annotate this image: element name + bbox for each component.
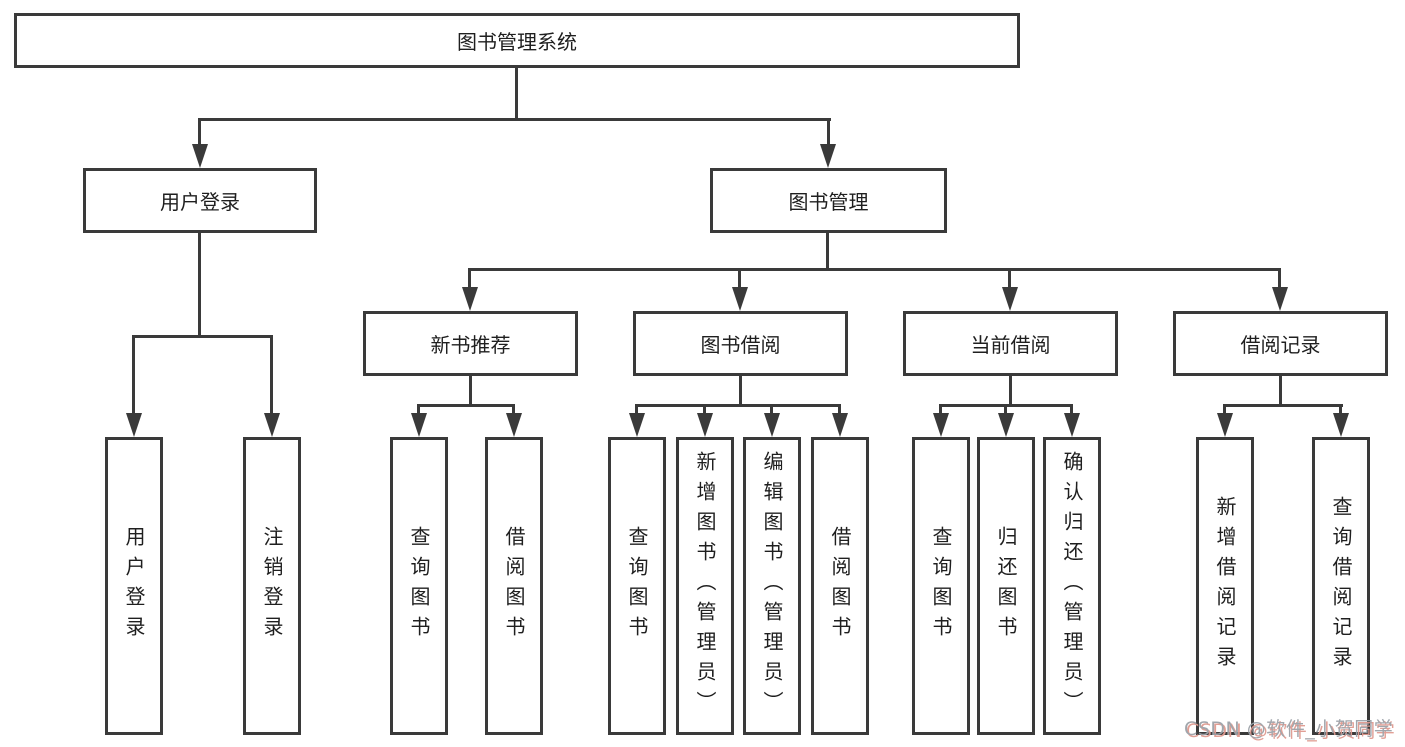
- arrow-down-icon: [506, 413, 522, 437]
- node-label: 图书管理系统: [457, 30, 577, 54]
- leaf-query-book-3: 查询图书: [912, 437, 970, 735]
- connector-line: [132, 335, 135, 415]
- connector-line: [198, 118, 201, 146]
- leaf-query-borrow-record: 查询借阅记录: [1312, 437, 1370, 735]
- node-label: 借阅记录: [1240, 333, 1321, 357]
- connector-line: [1009, 376, 1012, 407]
- arrow-down-icon: [764, 413, 780, 437]
- leaf-edit-book-admin: 编辑图书（管理员）: [743, 437, 801, 735]
- connector-line: [739, 376, 742, 407]
- node-label: 查询图书: [625, 526, 649, 646]
- csdn-watermark: CSDN @软件_小贺同学: [1184, 718, 1394, 740]
- leaf-add-borrow-record: 新增借阅记录: [1196, 437, 1254, 735]
- connector-line: [827, 118, 830, 146]
- leaf-borrow-book-2: 借阅图书: [811, 437, 869, 735]
- connector-line: [417, 404, 420, 416]
- arrow-down-icon: [264, 413, 280, 437]
- connector-line: [635, 404, 841, 407]
- connector-line: [468, 268, 471, 289]
- connector-line: [515, 67, 518, 121]
- node-label: 新增图书（管理员）: [693, 451, 717, 721]
- arrow-down-icon: [629, 413, 645, 437]
- node-user-login: 用户登录: [83, 168, 317, 233]
- node-current-borrow: 当前借阅: [903, 311, 1118, 376]
- connector-line: [1279, 376, 1282, 407]
- connector-line: [469, 376, 472, 407]
- leaf-confirm-return-admin: 确认归还（管理员）: [1043, 437, 1101, 735]
- node-book-borrow: 图书借阅: [633, 311, 848, 376]
- node-label: 注销登录: [260, 526, 284, 646]
- node-label: 新增借阅记录: [1213, 496, 1237, 676]
- arrow-down-icon: [933, 413, 949, 437]
- connector-line: [1008, 268, 1011, 289]
- arrow-down-icon: [1272, 287, 1288, 311]
- node-label: 当前借阅: [970, 333, 1051, 357]
- arrow-down-icon: [462, 287, 478, 311]
- connector-line: [738, 268, 741, 289]
- connector-line: [1070, 404, 1073, 416]
- arrow-down-icon: [1002, 287, 1018, 311]
- arrow-down-icon: [1064, 413, 1080, 437]
- node-borrow-record: 借阅记录: [1173, 311, 1388, 376]
- leaf-borrow-book-1: 借阅图书: [485, 437, 543, 735]
- arrow-down-icon: [1333, 413, 1349, 437]
- connector-line: [270, 335, 273, 415]
- connector-line: [1004, 404, 1007, 416]
- connector-line: [939, 404, 942, 416]
- arrow-down-icon: [832, 413, 848, 437]
- node-label: 借阅图书: [502, 526, 526, 646]
- connector-line: [1339, 404, 1342, 416]
- arrow-down-icon: [126, 413, 142, 437]
- node-label: 查询图书: [929, 526, 953, 646]
- node-label: 用户登录: [160, 190, 240, 214]
- arrow-down-icon: [732, 287, 748, 311]
- arrow-down-icon: [998, 413, 1014, 437]
- node-label: 归还图书: [994, 526, 1018, 646]
- node-root: 图书管理系统: [14, 13, 1020, 68]
- node-label: 新书推荐: [430, 333, 511, 357]
- connector-line: [417, 404, 515, 407]
- node-label: 查询图书: [407, 526, 431, 646]
- connector-line: [1223, 404, 1343, 407]
- connector-line: [826, 233, 829, 270]
- node-label: 借阅图书: [828, 526, 852, 646]
- connector-line: [198, 118, 831, 121]
- connector-line: [468, 268, 1281, 271]
- arrow-down-icon: [820, 144, 836, 168]
- arrow-down-icon: [411, 413, 427, 437]
- leaf-user-login: 用户登录: [105, 437, 163, 735]
- connector-line: [1223, 404, 1226, 416]
- connector-line: [512, 404, 515, 416]
- connector-line: [198, 233, 201, 337]
- connector-line: [838, 404, 841, 416]
- arrow-down-icon: [192, 144, 208, 168]
- connector-line: [703, 404, 706, 416]
- node-label: 图书借阅: [700, 333, 781, 357]
- node-label: 查询借阅记录: [1329, 496, 1353, 676]
- leaf-logout: 注销登录: [243, 437, 301, 735]
- node-label: 编辑图书（管理员）: [760, 451, 784, 721]
- connector-line: [635, 404, 638, 416]
- node-new-book-recommend: 新书推荐: [363, 311, 578, 376]
- node-label: 确认归还（管理员）: [1060, 451, 1084, 721]
- connector-line: [1278, 268, 1281, 289]
- leaf-add-book-admin: 新增图书（管理员）: [676, 437, 734, 735]
- node-book-management: 图书管理: [710, 168, 947, 233]
- leaf-return-book: 归还图书: [977, 437, 1035, 735]
- leaf-query-book-1: 查询图书: [390, 437, 448, 735]
- connector-line: [132, 335, 273, 338]
- node-label: 用户登录: [122, 526, 146, 646]
- leaf-query-book-2: 查询图书: [608, 437, 666, 735]
- arrow-down-icon: [697, 413, 713, 437]
- arrow-down-icon: [1217, 413, 1233, 437]
- connector-line: [770, 404, 773, 416]
- node-label: 图书管理: [788, 190, 869, 214]
